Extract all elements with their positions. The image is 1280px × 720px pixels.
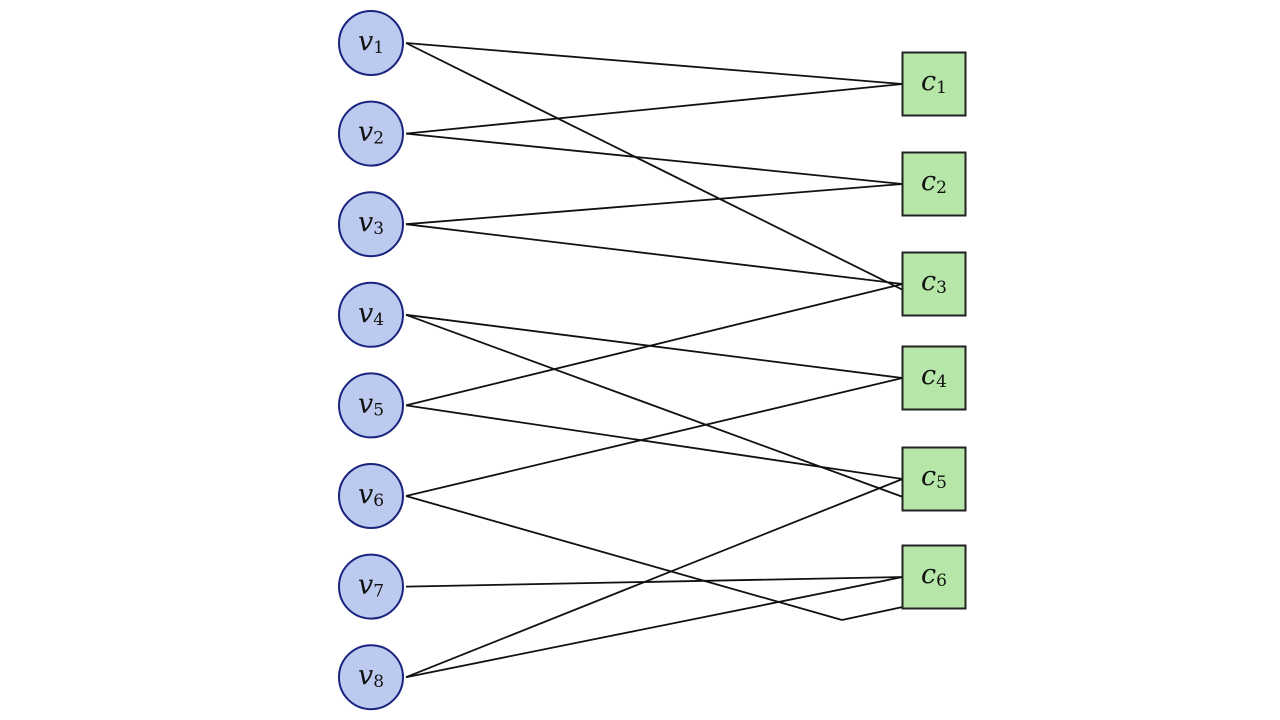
variable-circle-v8 (338, 644, 404, 711)
node-label-c2: c2 (921, 166, 947, 199)
check-nodes: c1 c2 c3 c4 c5 c6 (901, 51, 967, 610)
variable-node-v7: v7 (338, 553, 404, 620)
edge-v3-c3 (405, 223, 903, 285)
variable-circle-v3 (338, 191, 404, 258)
edges (405, 42, 904, 679)
edge-v6-c6 (405, 495, 843, 621)
variable-node-v1: v1 (338, 10, 404, 76)
edge-v3-c2 (405, 183, 903, 226)
check-node-c1: c1 (901, 51, 967, 117)
edge-v6-c4 (405, 377, 903, 497)
check-square-c6 (901, 544, 967, 610)
node-label-c6: c6 (921, 559, 947, 592)
check-node-c6: c6 (901, 544, 967, 610)
node-label-c4: c4 (921, 360, 947, 393)
edge-v8-c5 (405, 478, 903, 679)
variable-node-v5: v5 (338, 372, 404, 439)
variable-node-v4: v4 (338, 281, 404, 348)
edge-v1-c1 (405, 42, 903, 85)
edge-v2-c2 (405, 132, 903, 185)
edge-v4-c5 (405, 313, 904, 498)
variable-circle-v2 (338, 100, 404, 167)
variable-node-v8: v8 (338, 644, 404, 711)
variable-circle-v5 (338, 372, 404, 439)
node-label-v1: v1 (358, 26, 384, 59)
variable-nodes: v1 v2 v3 v4 v5 v6 v7 v8 (338, 10, 404, 711)
node-label-v3: v3 (358, 207, 384, 240)
edge-v8-c6 (405, 576, 903, 679)
check-square-c3 (901, 251, 967, 317)
edge-v5-c5 (405, 404, 903, 480)
node-label-c1: c1 (921, 66, 947, 99)
variable-circle-v7 (338, 553, 404, 620)
check-square-c4 (901, 345, 967, 411)
node-label-v7: v7 (358, 569, 384, 602)
variable-node-v2: v2 (338, 100, 404, 167)
variable-node-v3: v3 (338, 191, 404, 258)
node-label-c3: c3 (921, 266, 947, 299)
check-node-c2: c2 (901, 151, 967, 217)
edge-v7-c6 (405, 576, 903, 588)
check-square-c2 (901, 151, 967, 217)
edge-v4-c4 (405, 313, 903, 379)
variable-circle-v4 (338, 281, 404, 348)
edge-v2-c1 (405, 83, 903, 135)
node-label-v6: v6 (358, 479, 384, 512)
variable-node-v6: v6 (338, 463, 404, 529)
node-label-v8: v8 (358, 660, 384, 693)
check-node-c3: c3 (901, 251, 967, 317)
edge-v6-c6-segment (841, 606, 903, 621)
node-label-v5: v5 (358, 388, 384, 421)
edge-v1-c3 (405, 42, 904, 291)
variable-circle-v6 (338, 463, 404, 529)
check-node-c5: c5 (901, 446, 967, 512)
check-square-c1 (901, 51, 967, 117)
node-label-c5: c5 (921, 461, 947, 494)
check-node-c4: c4 (901, 345, 967, 411)
check-square-c5 (901, 446, 967, 512)
variable-circle-v1 (338, 10, 404, 76)
node-label-v2: v2 (358, 116, 384, 149)
edge-v5-c3 (405, 283, 903, 407)
node-label-v4: v4 (358, 297, 384, 330)
